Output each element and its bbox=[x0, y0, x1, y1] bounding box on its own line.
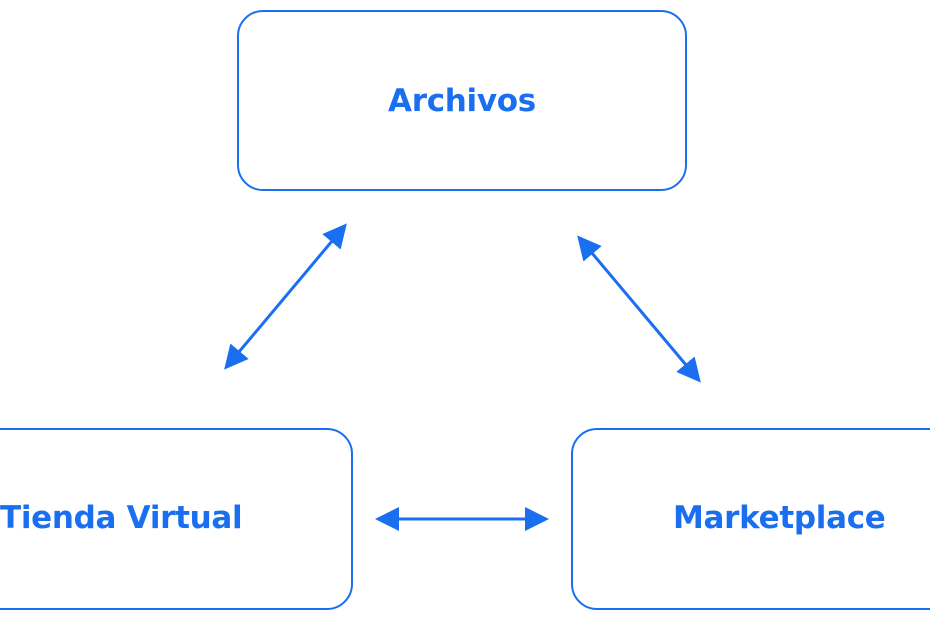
edge-archivos-marketplace bbox=[577, 235, 701, 383]
tienda-virtual-node: Tienda Virtual bbox=[0, 428, 353, 610]
edge-archivos-tienda-virtual bbox=[224, 223, 347, 370]
archivos-label: Archivos bbox=[388, 82, 536, 119]
marketplace-label: Marketplace bbox=[673, 500, 886, 536]
tienda-virtual-label: Tienda Virtual bbox=[0, 500, 243, 536]
marketplace-node: Marketplace bbox=[571, 428, 930, 610]
archivos-node: Archivos bbox=[237, 10, 687, 191]
